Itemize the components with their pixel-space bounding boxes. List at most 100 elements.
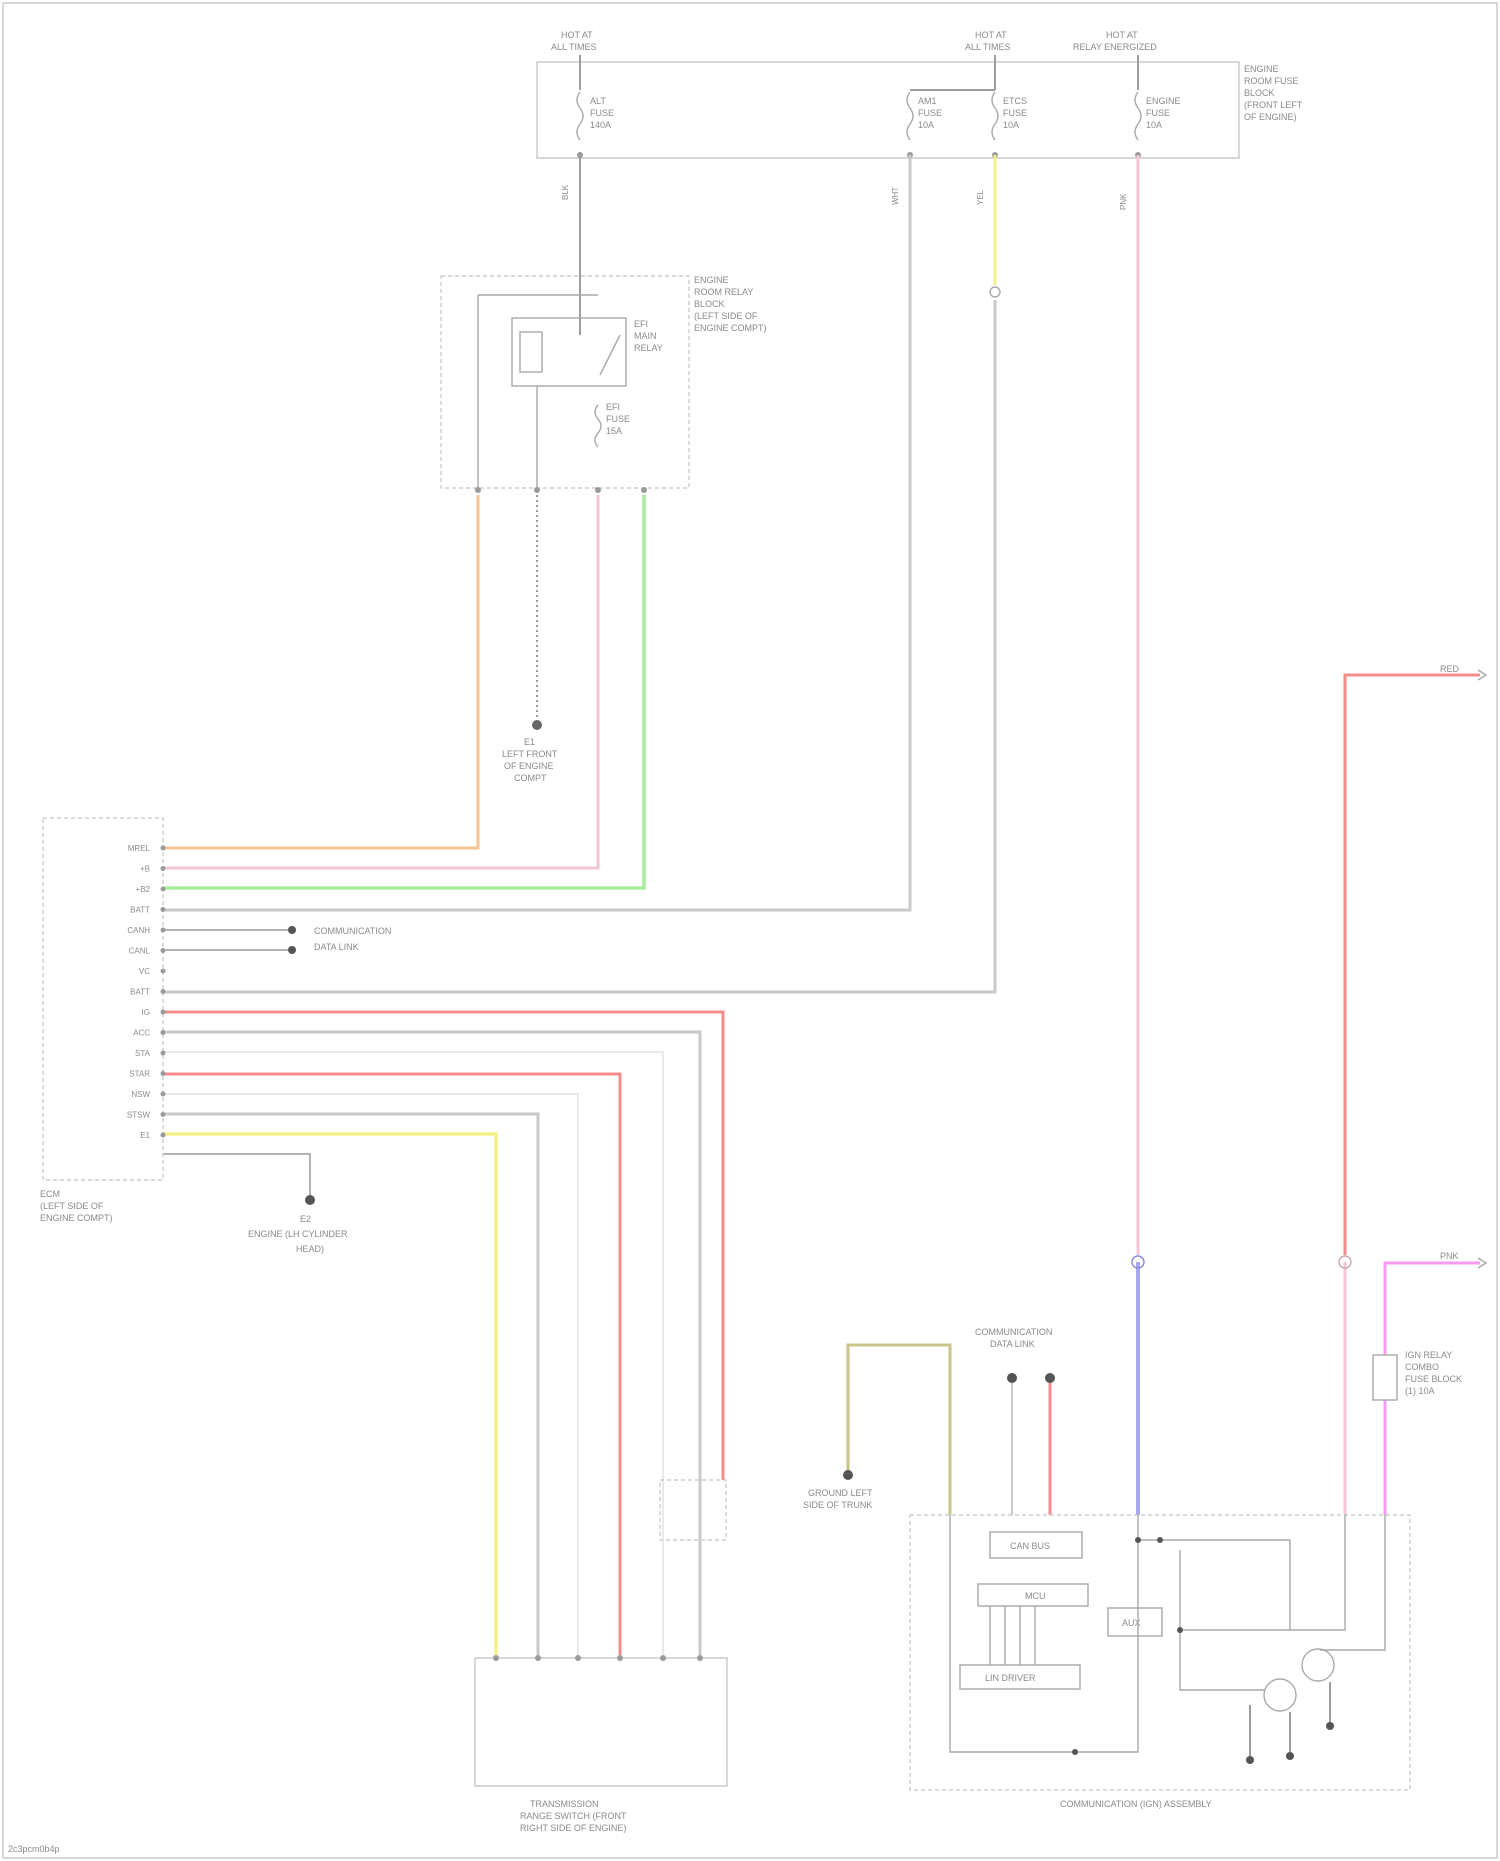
wire-ecm-acc bbox=[163, 1052, 663, 1655]
header-fuse-2-line2: ALL TIMES bbox=[965, 42, 1011, 52]
relay-block-label-3: BLOCK bbox=[694, 299, 725, 309]
fuse-block-outline bbox=[537, 62, 1239, 158]
transmission-pin bbox=[535, 1655, 541, 1661]
fuse-am1: AM1 FUSE 10A bbox=[907, 92, 942, 140]
ecm-pin-label: IG bbox=[142, 1008, 150, 1017]
fuse-engine-rating: 10A bbox=[1146, 120, 1162, 130]
ground-e1-label-3: OF ENGINE bbox=[504, 761, 554, 771]
ecm-pin-dot bbox=[161, 846, 166, 851]
ecm-pin-label: +B2 bbox=[136, 885, 151, 894]
header-fuse-1-line1: HOT AT bbox=[561, 30, 593, 40]
fuse-right-label-3: FUSE BLOCK bbox=[1405, 1374, 1462, 1384]
combo-transistor-2 bbox=[1302, 1649, 1334, 1681]
ecm-pin-dot bbox=[161, 887, 166, 892]
relay-pin-2 bbox=[534, 487, 540, 493]
can-ref2-label-1: COMMUNICATION bbox=[975, 1327, 1052, 1337]
ground-e2-point bbox=[305, 1195, 315, 1205]
right-tap-pnk-label: PNK bbox=[1440, 1251, 1459, 1261]
ground-body-point bbox=[843, 1470, 853, 1480]
ground-e1-label-1: E1 bbox=[524, 737, 535, 747]
fuse-right: IGN RELAY COMBO FUSE BLOCK (1) 10A bbox=[1373, 1350, 1462, 1400]
fuse-right-label-4: (1) 10A bbox=[1405, 1386, 1435, 1396]
efi-fuse-label-2: FUSE bbox=[606, 414, 630, 424]
relay-label-1: EFI bbox=[634, 319, 648, 329]
can-ref-dot-1 bbox=[288, 926, 296, 934]
combo-inner-1: CAN BUS bbox=[1010, 1541, 1050, 1551]
ecm-label-2: (LEFT SIDE OF bbox=[40, 1201, 104, 1211]
transmission-label-1: TRANSMISSION bbox=[530, 1799, 599, 1809]
ground-e2: E2 ENGINE (LH CYLINDER HEAD) bbox=[248, 1195, 348, 1254]
relay-block-label-4: (LEFT SIDE OF bbox=[694, 311, 758, 321]
ecm-pin-label: CANH bbox=[127, 926, 150, 935]
can-ref2-dot-2 bbox=[1045, 1373, 1055, 1383]
ecm-pin-dot bbox=[161, 989, 166, 994]
relay-block-label-1: ENGINE bbox=[694, 275, 729, 285]
ecm-label-1: ECM bbox=[40, 1189, 60, 1199]
fuse-engine: ENGINE FUSE 10A bbox=[1135, 92, 1181, 140]
wire-relay-to-mrel bbox=[163, 495, 478, 848]
fuse-block-label-1: ENGINE bbox=[1244, 64, 1279, 74]
relay-label-3: RELAY bbox=[634, 343, 663, 353]
ecm-pin-dot bbox=[161, 907, 166, 912]
efi-fuse-label-1: EFI bbox=[606, 402, 620, 412]
ecm-pin-dot bbox=[161, 969, 166, 974]
transmission-outline bbox=[475, 1658, 727, 1786]
fuse-etcs-type: FUSE bbox=[1003, 108, 1027, 118]
ecm-pin-dot bbox=[161, 1030, 166, 1035]
fuse-alt: ALT FUSE 140A bbox=[577, 92, 614, 140]
ecm-pin-dot bbox=[161, 866, 166, 871]
fuse-right-body bbox=[1373, 1355, 1397, 1400]
can-ref-label-2: DATA LINK bbox=[314, 942, 359, 952]
fuse-am1-type: FUSE bbox=[918, 108, 942, 118]
transmission-pin bbox=[493, 1655, 499, 1661]
fuse-alt-type: FUSE bbox=[590, 108, 614, 118]
fuse-block-label-5: OF ENGINE) bbox=[1244, 112, 1297, 122]
wire-code-am1: WHT bbox=[891, 187, 900, 205]
wire-ecm-nsw bbox=[163, 1114, 538, 1655]
ground-e1-label-4: COMPT bbox=[514, 773, 547, 783]
ecm-pin-dot bbox=[161, 948, 166, 953]
ecm-pin-dot bbox=[161, 1071, 166, 1076]
efi-fuse bbox=[595, 405, 601, 447]
splice-etcs bbox=[990, 287, 1000, 297]
ecm-pin-label: BATT bbox=[130, 988, 150, 997]
fuse-etcs-name: ETCS bbox=[1003, 96, 1027, 106]
header-fuse-3-line1: HOT AT bbox=[1106, 30, 1138, 40]
ecm-pin-dot bbox=[161, 1092, 166, 1097]
wire-ecm-e1 bbox=[163, 1154, 310, 1195]
ground-e1: E1 LEFT FRONT OF ENGINE COMPT bbox=[502, 720, 558, 783]
wire-red-tap bbox=[1345, 675, 1480, 1255]
wire-code-etcs: YEL bbox=[976, 189, 985, 205]
header-fuse-1-line2: ALL TIMES bbox=[551, 42, 597, 52]
efi-main-relay bbox=[512, 318, 626, 386]
transmission-label-2: RANGE SWITCH (FRONT bbox=[520, 1811, 627, 1821]
transmission-range-switch: TRANSMISSION RANGE SWITCH (FRONT RIGHT S… bbox=[475, 1480, 727, 1833]
combo-inner-2: MCU bbox=[1025, 1591, 1046, 1601]
can-ref2-dot-1 bbox=[1007, 1373, 1017, 1383]
ecm: MREL+B+B2BATTCANHCANLVCBATTIGACCSTASTARN… bbox=[40, 818, 166, 1223]
fuse-right-label-1: IGN RELAY bbox=[1405, 1350, 1452, 1360]
wire-am1-to-ecm-batt bbox=[163, 155, 910, 910]
transmission-label-3: RIGHT SIDE OF ENGINE) bbox=[520, 1823, 626, 1833]
fuse-right-label-2: COMBO bbox=[1405, 1362, 1439, 1372]
relay-block-label-2: ROOM RELAY bbox=[694, 287, 753, 297]
ecm-pin-dot bbox=[161, 1051, 166, 1056]
ecm-pin-dot bbox=[161, 928, 166, 933]
transmission-pin bbox=[617, 1655, 623, 1661]
ground-e2-label-1: E2 bbox=[300, 1214, 311, 1224]
wire-pnk-tap bbox=[1385, 1263, 1480, 1355]
relay-pin-4 bbox=[641, 487, 647, 493]
combo-module: CAN BUS MCU LIN DRIVER AUX COMMUNICATION… bbox=[910, 1515, 1410, 1809]
can-ref-dot-2 bbox=[288, 946, 296, 954]
relay-pin-1 bbox=[475, 487, 481, 493]
fuse-alt-name: ALT bbox=[590, 96, 606, 106]
transmission-pin bbox=[660, 1655, 666, 1661]
fuse-etcs: ETCS FUSE 10A bbox=[992, 92, 1027, 140]
fuse-am1-name: AM1 bbox=[918, 96, 937, 106]
ecm-label-3: ENGINE COMPT) bbox=[40, 1213, 113, 1223]
ecm-pin-label: NSW bbox=[131, 1090, 150, 1099]
wire-ecm-sta bbox=[163, 1074, 620, 1655]
ecm-pin-dot bbox=[161, 1010, 166, 1015]
combo-label: COMMUNICATION (IGN) ASSEMBLY bbox=[1060, 1799, 1212, 1809]
